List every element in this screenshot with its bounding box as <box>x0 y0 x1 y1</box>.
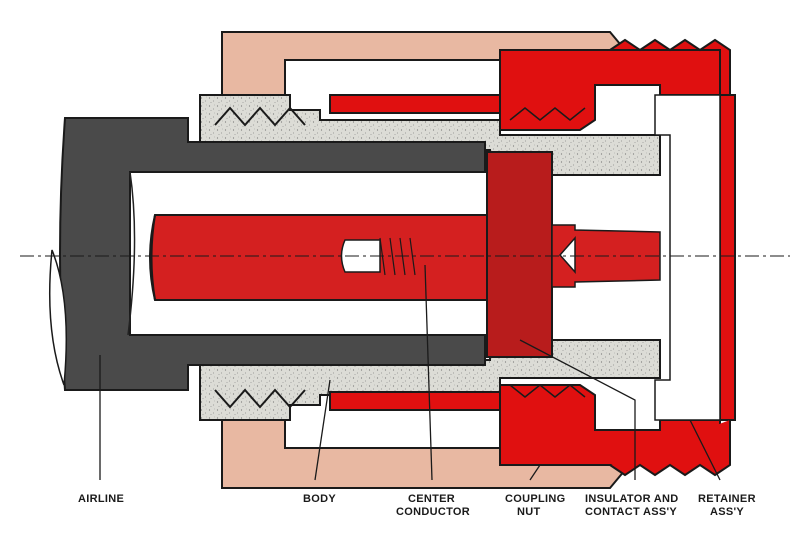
label-conductor: CONDUCTOR <box>396 506 470 518</box>
insulator-contact-assembly <box>486 151 661 358</box>
label-center: CENTER <box>408 493 455 505</box>
label-coupling: COUPLING <box>505 493 565 505</box>
label-nut: NUT <box>517 506 541 518</box>
label-retainer: RETAINER <box>698 493 756 505</box>
retainer-assembly <box>329 38 736 477</box>
label-assy: ASS'Y <box>710 506 744 518</box>
leader-lines <box>99 264 721 481</box>
center-conductor <box>149 214 488 301</box>
part-labels: AIRLINE BODY CENTER CONDUCTOR COUPLING N… <box>78 493 756 518</box>
airline-tube <box>49 117 486 391</box>
label-airline: AIRLINE <box>78 493 124 505</box>
label-body: BODY <box>303 493 336 505</box>
label-contact: CONTACT ASS'Y <box>585 506 677 518</box>
label-insulator: INSULATOR AND <box>585 493 679 505</box>
